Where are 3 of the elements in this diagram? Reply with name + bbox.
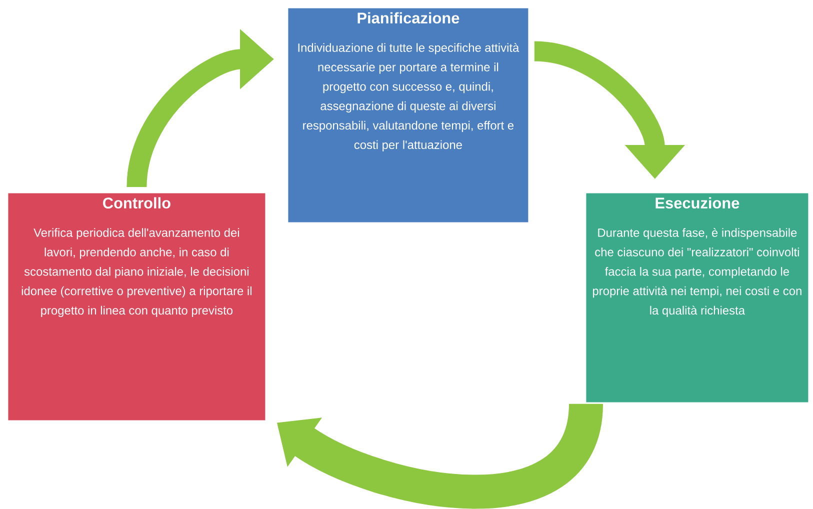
phase-box: Controllo Verifica periodica dell'avanzamento dei lavori, prendendo anche, in caso di scostamento dal piano iniziale, le decisioni idonee (correttive o preventive) a riportare il progetto in linea con quanto previsto — [8, 193, 266, 420]
phase-box: Esecuzione Durante questa fase, è indispensabile che ciascuno dei "realizzatori" coinvolti faccia la sua parte, completando le proprie attività nei tempi, nei costi e con la qualità richiesta — [586, 193, 808, 402]
phase-box: Pianificazione Individuazione di tutte le specifiche attività necessarie per portare a termine il progetto con successo e, quindi, assegnazione di queste ai diversi responsabili, valutandone tempi, effort e costi per l'attuazione — [288, 8, 528, 222]
